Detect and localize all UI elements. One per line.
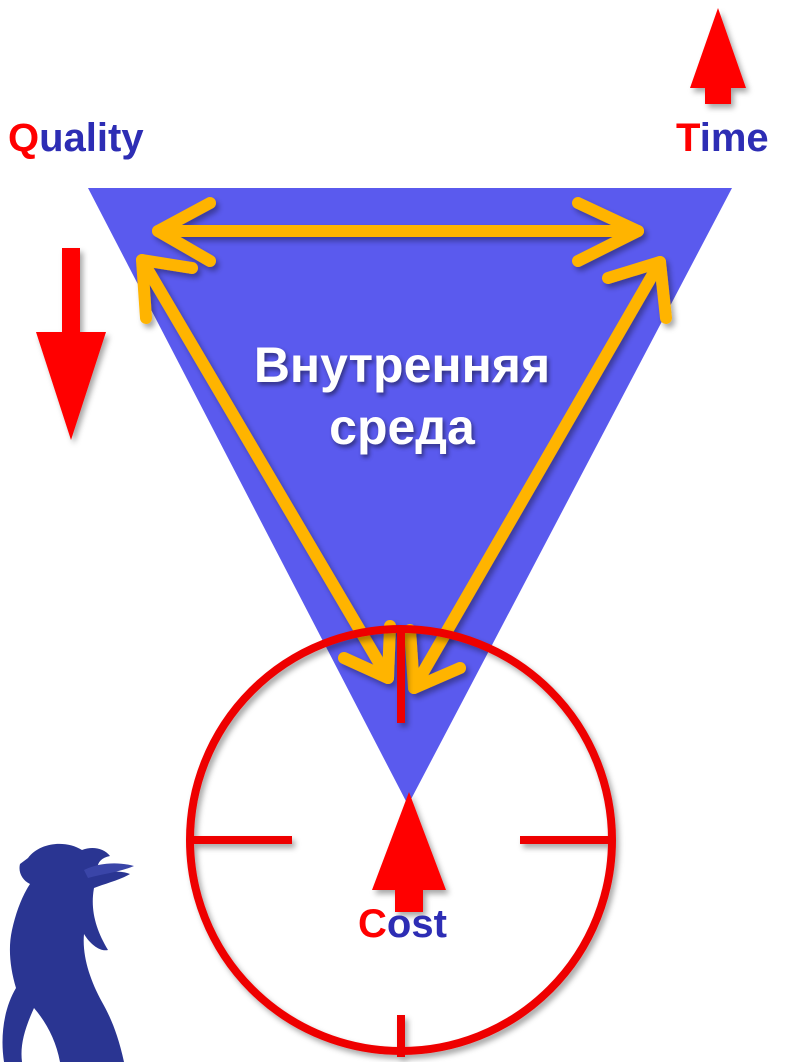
cost-label: Cost xyxy=(358,904,447,944)
time-label-rest: ime xyxy=(699,116,769,160)
time-label: Time xyxy=(676,118,769,158)
quality-label: Quality xyxy=(8,118,144,158)
time-label-initial: T xyxy=(676,116,700,160)
inner-environment-triangle xyxy=(88,188,732,805)
quality-cost-double-arrow xyxy=(136,254,396,684)
cost-label-initial: C xyxy=(358,902,387,946)
quality-label-rest: uality xyxy=(39,116,144,160)
center-title: Внутренняя среда xyxy=(196,334,608,458)
cost-label-rest: ost xyxy=(386,902,447,946)
inner-arrows xyxy=(136,197,672,694)
center-title-line-1: Внутренняя xyxy=(253,337,551,393)
quality-time-double-arrow xyxy=(152,197,644,267)
quality-label-initial: Q xyxy=(8,116,40,160)
center-title-line-2: среда xyxy=(329,399,475,455)
target-icon xyxy=(186,625,616,1057)
quality-down-arrow-icon xyxy=(36,248,106,440)
rearing-horse-logo xyxy=(2,843,134,1062)
time-up-arrow-icon xyxy=(690,8,746,104)
time-cost-double-arrow xyxy=(404,256,672,694)
cost-up-arrow-icon xyxy=(372,792,446,912)
